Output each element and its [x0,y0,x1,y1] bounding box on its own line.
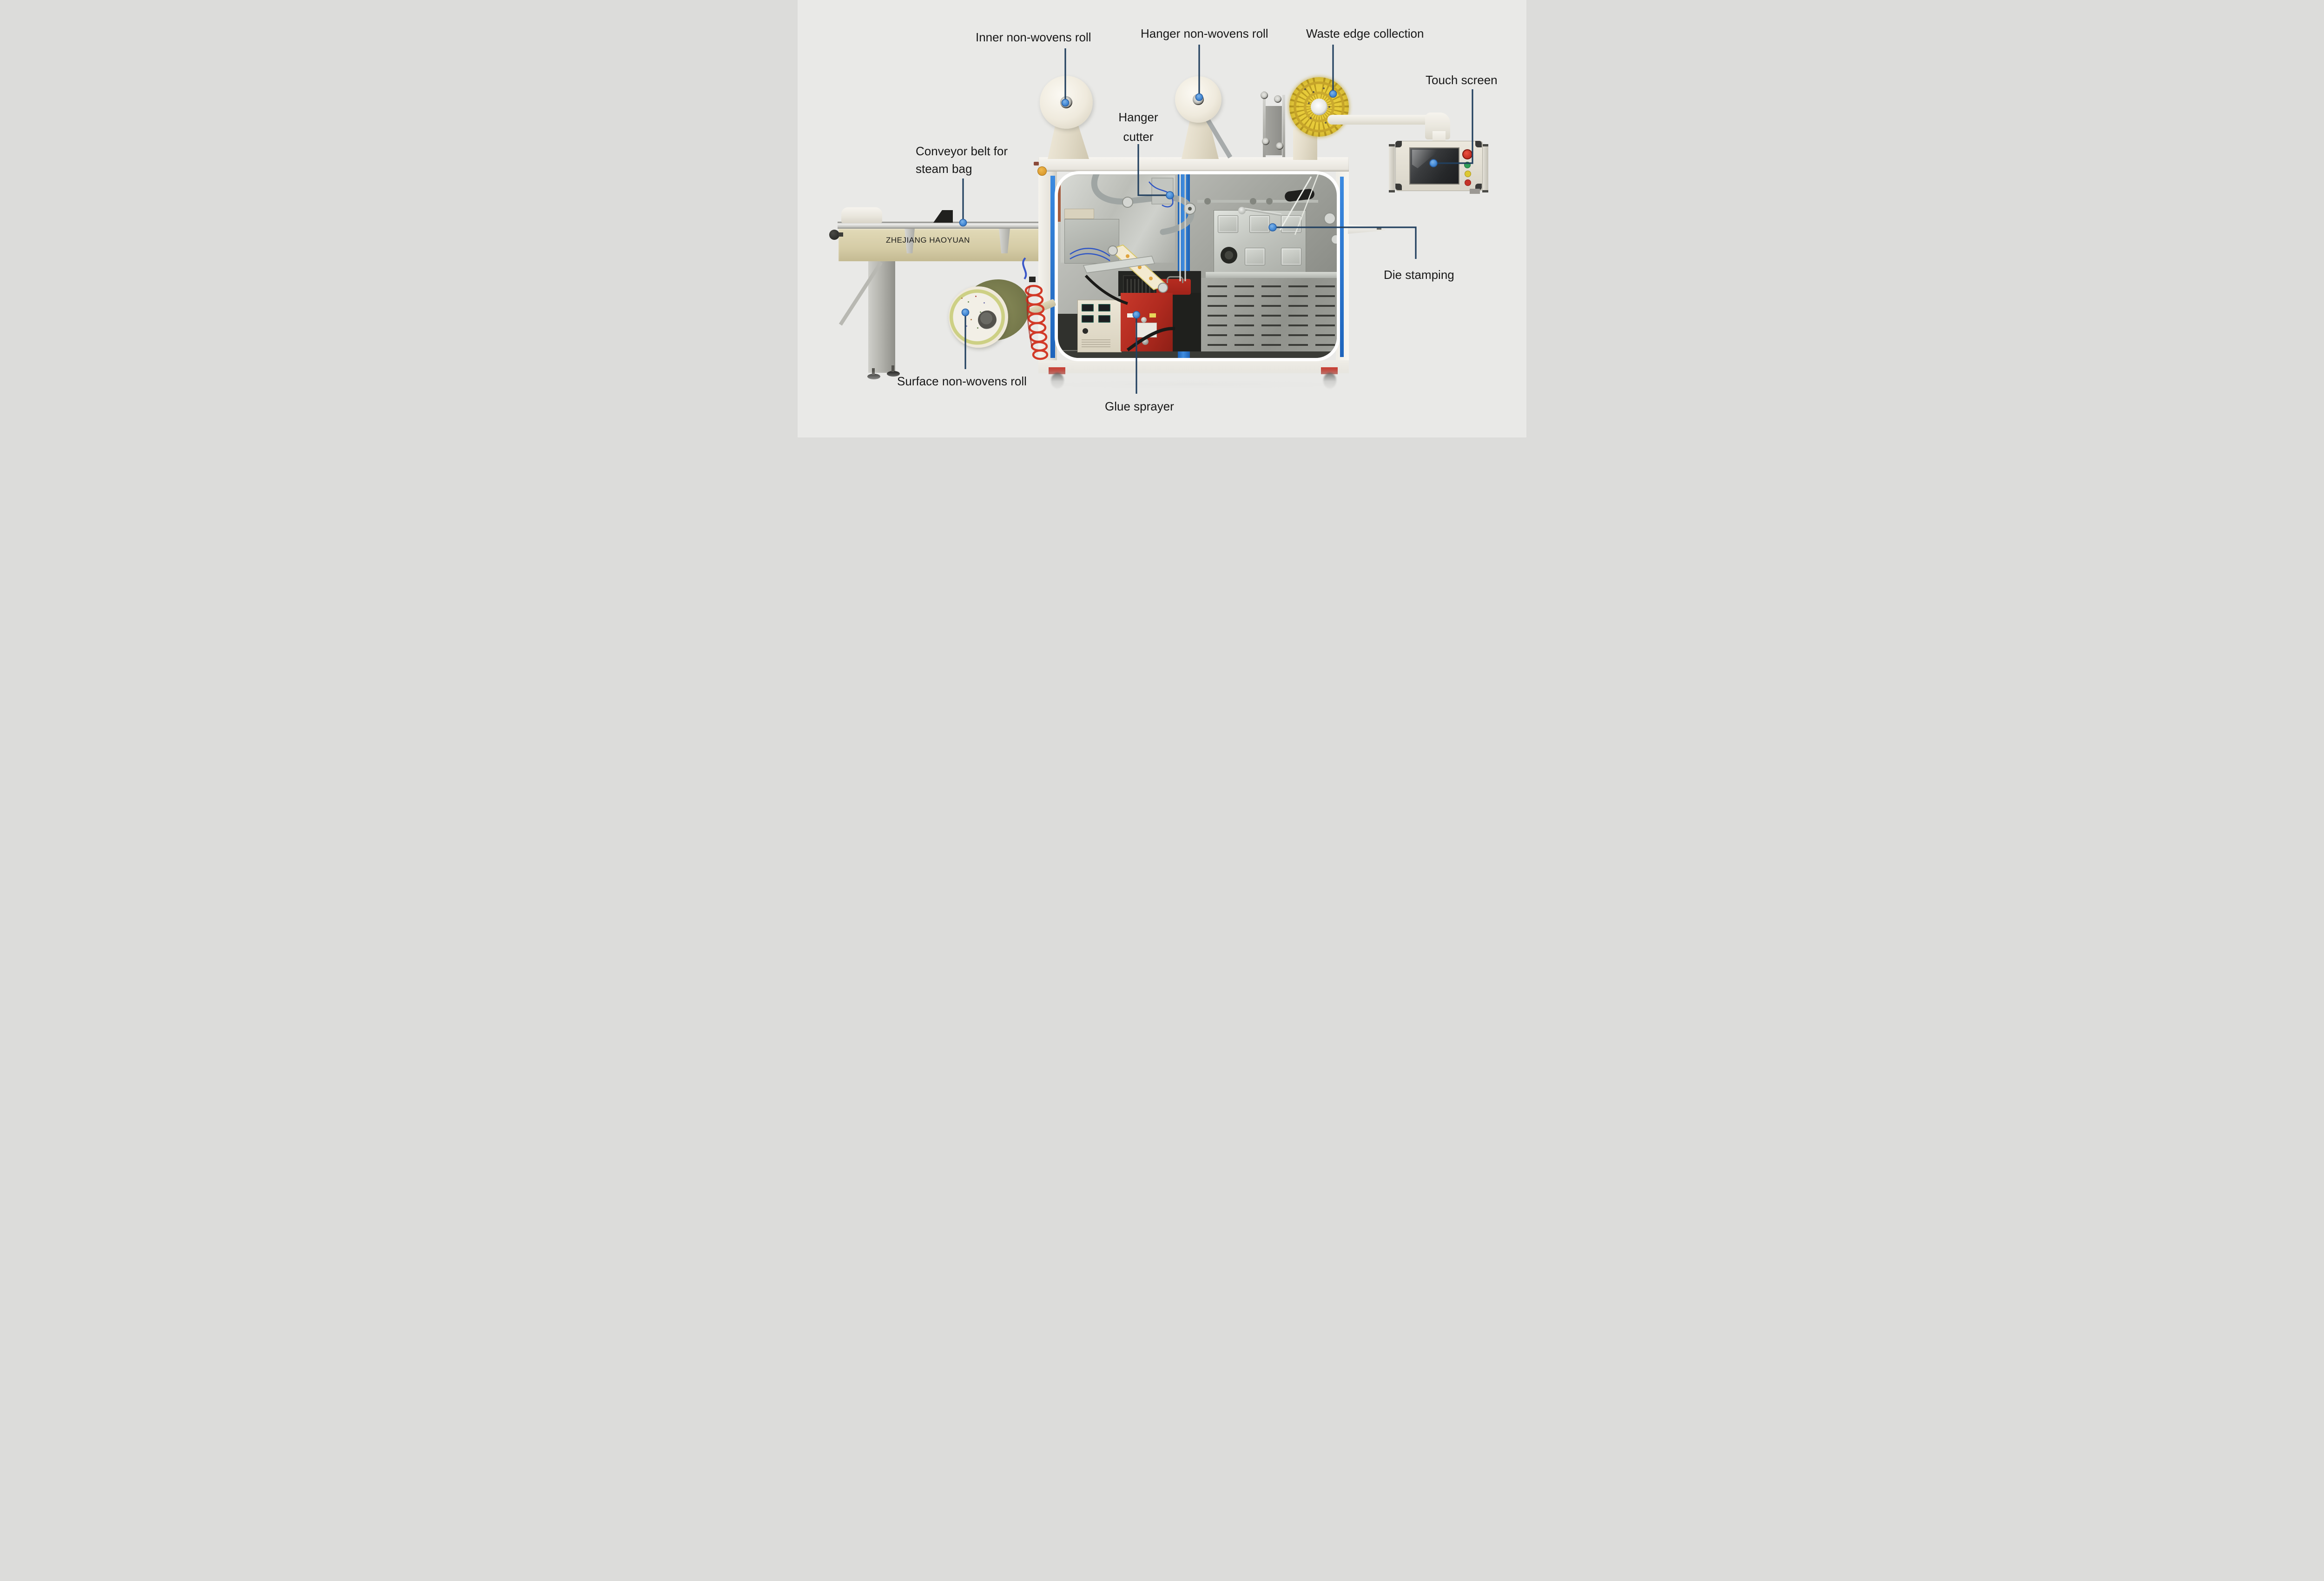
glue-sprayer-unit [1121,293,1173,351]
maroon-stub [1034,162,1039,165]
controller-display [1082,315,1094,323]
temperature-controller-box [1077,300,1122,352]
glue-unit-fitting [1141,317,1147,323]
label-hanger-cutter: Hanger cutter [1118,110,1158,144]
touch-screen-rail [1389,144,1395,192]
bottom-fade [853,371,932,390]
glue-unit-handle [1167,276,1183,283]
die-cutout-hole [1221,247,1237,264]
gray-fabric-ribbon [1091,174,1195,235]
guide-roller [1331,234,1337,245]
touch-screen-corner-guard [1395,184,1402,190]
door-panel-blue-right [1340,177,1344,357]
inner-roll-hub [1060,96,1072,108]
output-tray-tip-mark [1377,228,1381,230]
steel-tray [1083,256,1155,273]
hanger-roll-stand [1182,117,1219,159]
annotated-machine-diagram: ZHEJIANG HAOYUAN [798,0,1526,437]
cutter-mount-plate [1151,178,1174,205]
conveyor-knob-stem [838,232,843,237]
waste-edge-cord [1294,174,1319,235]
emergency-stop-button [1462,149,1472,159]
indicator-light-yellow [1465,171,1471,177]
label-glue-sprayer: Glue sprayer [1105,399,1174,413]
conveyor-side-panel [838,228,1058,261]
pneumatic-tube-blue [1070,253,1110,262]
conveyor-knob [829,230,839,240]
controller-display [1082,304,1094,311]
label-surface-nonwovens-roll: Surface non-wovens roll [897,374,1027,388]
controller-vents [1082,339,1110,348]
vent-slots [1315,285,1335,347]
indicator-light-red [1465,179,1471,186]
waste-roll-speckles [1304,88,1306,90]
glue-unit-sticker [1127,313,1134,318]
guide-roller [1122,197,1133,208]
red-coil-hose [1022,257,1049,360]
conveyor-belt-rail [838,222,1059,229]
red-coil-loops [1024,284,1049,360]
controller-display [1098,315,1110,323]
touch-screen-corner-guard [1475,184,1482,190]
label-waste-edge-collection: Waste edge collection [1306,26,1424,40]
strip-roller [1158,283,1168,293]
label-hanger-nonwovens-roll: Hanger non-wovens roll [1141,26,1268,40]
interior-beige-plate [1064,209,1094,219]
touch-screen-corner-guard [1395,141,1402,147]
die-plate [1218,215,1238,233]
die-plate [1245,248,1265,265]
hose-fitting [1029,277,1036,282]
glue-station-recess [1172,293,1201,351]
touch-screen-arm [1327,115,1435,125]
waste-guide-roller [1261,92,1268,99]
label-touch-screen: Touch screen [1426,73,1498,87]
vent-slots [1261,285,1281,347]
controller-display [1098,304,1110,311]
interior-shelf [1206,272,1337,278]
door-panel-blue-left [1050,176,1055,358]
interior-left-assembly [1064,219,1119,264]
machine-brand-text: ZHEJIANG HAOYUAN [886,236,970,245]
touch-screen-corner-guard [1475,141,1482,147]
controller-knob [1083,328,1088,334]
highlight-window [1055,171,1340,361]
power-cable [1084,274,1128,305]
waste-edge-cord [1279,176,1312,231]
touch-screen-mount-stub [1470,189,1480,194]
power-cable [1126,327,1175,351]
blue-cable [1022,257,1027,280]
bottom-fade [1016,368,1369,392]
waste-guide-bar [1282,95,1285,157]
interior-detail-art [1070,174,1337,351]
label-conveyor-belt: Conveyor belt for steam bag [916,144,1008,176]
vent-slots [1288,285,1308,347]
pneumatic-tube-blue [1070,248,1110,257]
conveyor-bracket [905,228,915,253]
die-lever-pivot [1238,207,1246,214]
waste-guide-roller [1274,95,1281,103]
vent-panel [1201,278,1337,351]
waste-guide-bar [1263,91,1266,157]
surface-roll-hub [978,311,997,329]
label-inner-nonwovens-roll: Inner non-wovens roll [976,30,1091,44]
conveyor-foot-stem [891,365,894,372]
amber-knob [1037,166,1047,176]
surface-roll-speckles [961,298,963,299]
hanger-roll-hub [1193,94,1204,105]
conveyor-leg [868,260,895,373]
guide-roller [1324,212,1336,225]
waste-guide-roller [1276,142,1283,150]
vent-slots [1235,285,1254,347]
conveyor-end-cap [841,207,882,223]
indicator-light-green [1464,162,1471,168]
label-die-stamping: Die stamping [1384,268,1454,282]
strip-roller [1108,245,1118,256]
waste-guide-roller [1262,138,1269,145]
waste-roll-hub [1311,99,1327,115]
vent-slots [1208,285,1227,347]
conveyor-corner-block [933,210,953,223]
glue-unit-sticker [1149,313,1156,318]
touch-screen-rail [1482,144,1488,192]
